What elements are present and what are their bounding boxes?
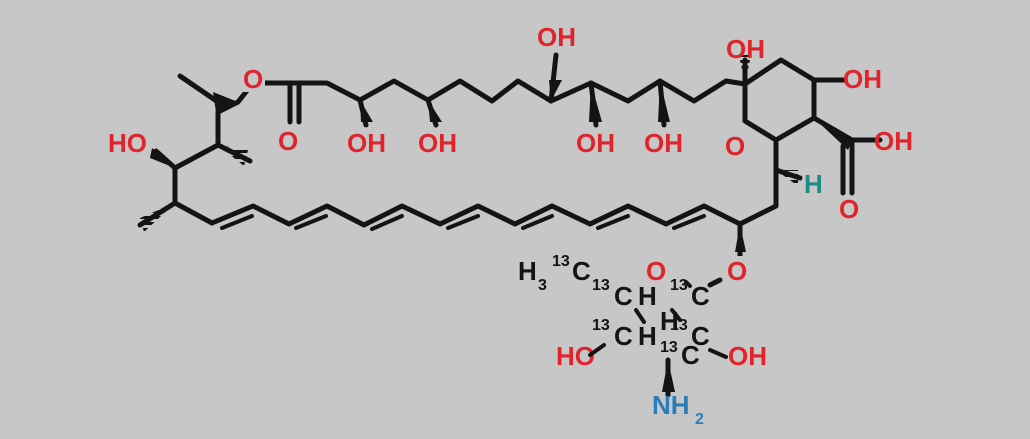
bond-skeleton	[137, 52, 883, 398]
sugar-ring-oxygen: O	[646, 256, 666, 286]
ho-label-left: HO	[108, 128, 147, 158]
methyl-bond-top	[177, 73, 221, 105]
svg-text:3: 3	[538, 277, 547, 294]
right-chain-bonds	[737, 167, 779, 227]
svg-text:13: 13	[552, 253, 570, 270]
left-chain-bonds	[172, 99, 241, 226]
oh-label-ketal: OH	[726, 34, 765, 64]
amine-label: NH 2	[652, 390, 704, 428]
ring-oxygen: O	[725, 131, 745, 161]
svg-text:13: 13	[592, 277, 610, 294]
svg-text:C: C	[691, 281, 710, 311]
svg-text:NH: NH	[652, 390, 690, 420]
c2-13c-label: H 13 C	[660, 306, 710, 351]
c3-13c-label: 13 C	[660, 339, 700, 370]
svg-text:H: H	[638, 321, 657, 351]
svg-text:C: C	[614, 281, 633, 311]
oh-label-1: OH	[347, 128, 386, 158]
oh-label-top: OH	[537, 22, 576, 52]
c5-13c-label: 13 C H	[592, 277, 657, 311]
sugar-o-bond	[707, 277, 723, 288]
svg-text:H: H	[518, 256, 537, 286]
polyene-bonds	[209, 203, 743, 228]
svg-text:13: 13	[660, 339, 678, 356]
ester-oxygen: O	[243, 64, 263, 94]
svg-text:13: 13	[670, 317, 688, 334]
svg-text:C: C	[681, 340, 700, 370]
sugar-ring-bonds	[588, 280, 728, 359]
svg-text:C: C	[614, 321, 633, 351]
svg-text:2: 2	[695, 411, 704, 428]
c4-13c-label: 13 C H	[592, 317, 657, 351]
oh-label-2: OH	[418, 128, 457, 158]
stereo-hydrogen: H	[804, 169, 823, 199]
svg-text:13: 13	[592, 317, 610, 334]
svg-text:C: C	[691, 321, 710, 351]
polyene-double-bonds	[220, 214, 706, 231]
glycoside-oxygen: O	[727, 256, 747, 286]
acid-bond	[811, 115, 883, 143]
svg-text:13: 13	[670, 277, 688, 294]
stereo-wedges	[140, 55, 852, 392]
sugar-oh-label: OH	[728, 341, 767, 371]
oh-label-ring: OH	[843, 64, 882, 94]
c1-13c-label: 13 C	[670, 277, 710, 311]
carbonyl-oxygen: O	[278, 126, 298, 156]
oh-label-4: OH	[644, 128, 683, 158]
acid-oh-label: OH	[874, 126, 913, 156]
svg-text:C: C	[572, 256, 591, 286]
svg-text:H: H	[638, 281, 657, 311]
atom-labels: O O HO OH OH OH OH OH OH OH O OH O H O O…	[108, 22, 913, 428]
oh-label-3: OH	[576, 128, 615, 158]
acid-carbonyl-oxygen: O	[839, 194, 859, 224]
methyl-13c-label: H 3 13 C	[518, 253, 591, 294]
ho-bond	[153, 148, 178, 171]
top-chain-bonds	[235, 78, 748, 105]
pyran-ring	[742, 57, 817, 143]
